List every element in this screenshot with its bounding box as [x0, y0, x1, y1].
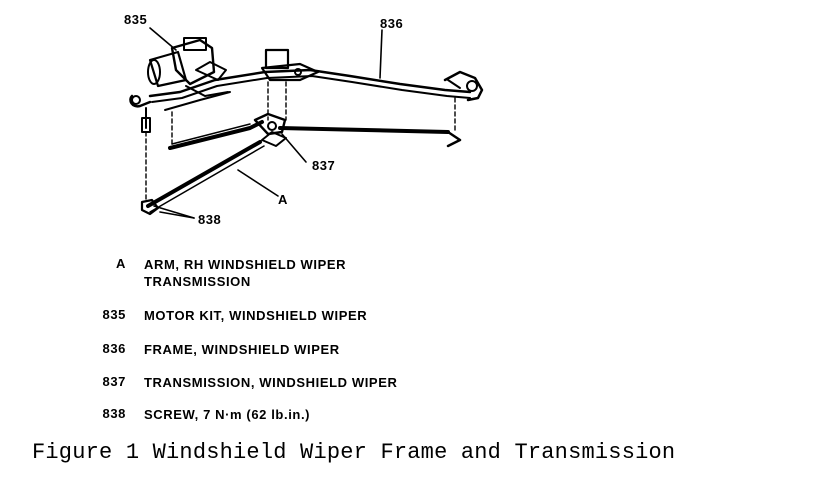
callout-836: 836 [380, 16, 404, 31]
motor-835 [147, 37, 229, 97]
callout-835: 835 [124, 12, 148, 27]
transmission-837 [168, 112, 462, 150]
legend-line: MOTOR KIT, WINDSHIELD WIPER [144, 308, 368, 323]
callout-a: A [278, 192, 288, 207]
legend-key: A [116, 256, 126, 271]
leader-lines [149, 27, 383, 219]
frame-836 [129, 48, 484, 133]
wiper-assembly-drawing [129, 27, 484, 219]
legend-description: SCREW, 7 N·m (62 lb.in.) [144, 406, 310, 423]
legend-line: TRANSMISSION, WINDSHIELD WIPER [144, 375, 398, 390]
figure-caption: Figure 1 Windshield Wiper Frame and Tran… [32, 440, 676, 465]
legend-description: TRANSMISSION, WINDSHIELD WIPER [144, 374, 397, 391]
legend-line: SCREW, 7 N·m (62 lb.in.) [144, 407, 311, 422]
legend-key: 835 [102, 307, 126, 322]
legend-line: FRAME, WINDSHIELD WIPER [144, 342, 340, 357]
legend-description: MOTOR KIT, WINDSHIELD WIPER [144, 307, 367, 324]
legend-key: 836 [102, 341, 126, 356]
arm-a [140, 140, 265, 216]
callout-838: 838 [198, 212, 222, 227]
legend-key: 837 [102, 374, 126, 389]
legend-line: TRANSMISSION [144, 274, 251, 289]
callout-837: 837 [312, 158, 336, 173]
legend-key: 838 [102, 406, 126, 421]
alignment-lines [145, 81, 456, 201]
legend-description: ARM, RH WINDSHIELD WIPER TRANSMISSION [144, 256, 346, 290]
legend-description: FRAME, WINDSHIELD WIPER [144, 341, 340, 358]
legend-line: ARM, RH WINDSHIELD WIPER [144, 257, 347, 272]
